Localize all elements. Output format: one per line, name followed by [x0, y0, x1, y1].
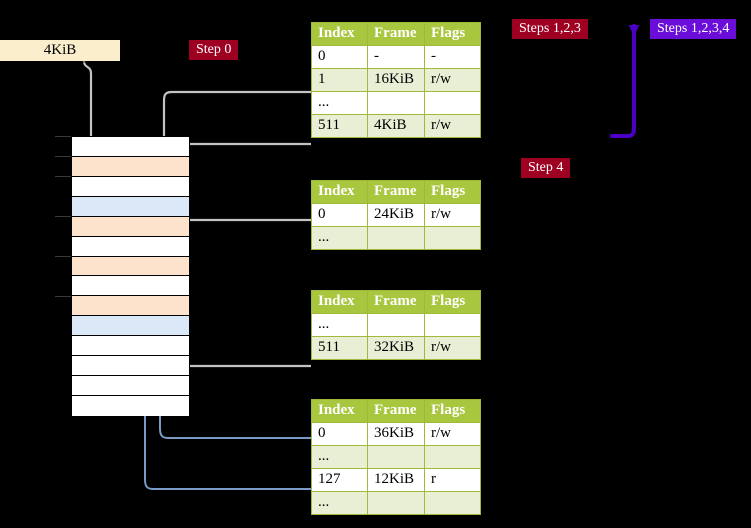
- cell-index: 511: [311, 336, 368, 360]
- page-table-pml4[interactable]: Index Frame Flags 0 - - 1 16KiB r/w ...: [311, 22, 481, 138]
- cell-flags: [424, 445, 481, 469]
- cell-flags: r/w: [424, 422, 481, 446]
- wire-table2-to-memory: [176, 218, 311, 256]
- memory-row[interactable]: [72, 276, 189, 297]
- cell-frame: 4KiB: [367, 114, 425, 138]
- cell-index: ...: [311, 445, 368, 469]
- column-header-index: Index: [311, 22, 368, 46]
- table-row[interactable]: ...: [311, 226, 481, 250]
- cell-index: ...: [311, 226, 368, 250]
- memory-tick: [55, 176, 71, 177]
- cell-flags: r/w: [424, 68, 481, 92]
- cell-index: 511: [311, 114, 368, 138]
- wire-table3-to-memory: [170, 310, 311, 368]
- cell-frame: 36KiB: [367, 422, 425, 446]
- cell-frame: 12KiB: [367, 468, 425, 492]
- table-row[interactable]: ...: [311, 91, 481, 115]
- cell-index: ...: [311, 313, 368, 337]
- cell-index: ...: [311, 91, 368, 115]
- memory-row[interactable]: [72, 296, 189, 317]
- memory-row[interactable]: [72, 216, 189, 237]
- physical-memory-column[interactable]: [71, 136, 190, 416]
- memory-row[interactable]: [72, 376, 189, 396]
- table-row[interactable]: 0 24KiB r/w: [311, 203, 481, 227]
- page-table-pt[interactable]: Index Frame Flags 0 36KiB r/w ... 127 12…: [311, 399, 481, 515]
- cell-frame: 24KiB: [367, 203, 425, 227]
- memory-tick: [55, 136, 71, 137]
- column-header-frame: Frame: [367, 399, 425, 423]
- column-header-flags: Flags: [424, 180, 481, 204]
- column-header-flags: Flags: [424, 290, 481, 314]
- memory-row[interactable]: [72, 395, 189, 416]
- cell-flags: r: [424, 468, 481, 492]
- table-row[interactable]: 511 32KiB r/w: [311, 336, 481, 360]
- cell-frame: [367, 445, 425, 469]
- cell-index: 0: [311, 422, 368, 446]
- cell-flags: [424, 491, 481, 515]
- badge-step-0: Step 0: [189, 40, 239, 61]
- memory-tick: [55, 256, 71, 257]
- cell-index: 127: [311, 468, 368, 492]
- badge-steps-1234: Steps 1,2,3,4: [650, 19, 737, 40]
- memory-tick: [55, 216, 71, 217]
- cell-flags: [424, 91, 481, 115]
- memory-row[interactable]: [72, 256, 189, 277]
- table-row[interactable]: ...: [311, 313, 481, 337]
- column-header-frame: Frame: [367, 22, 425, 46]
- cell-frame: 16KiB: [367, 68, 425, 92]
- memory-row[interactable]: [72, 356, 189, 377]
- memory-row[interactable]: [72, 236, 189, 257]
- cell-index: 0: [311, 203, 368, 227]
- page-table-pd[interactable]: Index Frame Flags ... 511 32KiB r/w: [311, 290, 481, 360]
- memory-row[interactable]: [72, 336, 189, 357]
- column-header-flags: Flags: [424, 399, 481, 423]
- table-row[interactable]: 127 12KiB r: [311, 468, 481, 492]
- cell-flags: [424, 226, 481, 250]
- cell-flags: r/w: [424, 336, 481, 360]
- table-row[interactable]: ...: [311, 491, 481, 515]
- table-row-highlighted[interactable]: 511 4KiB r/w: [311, 114, 481, 138]
- memory-row[interactable]: [72, 176, 189, 197]
- badge-steps-123: Steps 1,2,3: [512, 19, 588, 40]
- column-header-flags: Flags: [424, 22, 481, 46]
- column-header-frame: Frame: [367, 290, 425, 314]
- table-header-row: Index Frame Flags: [311, 180, 481, 204]
- cell-frame: [367, 226, 425, 250]
- table-row[interactable]: ...: [311, 445, 481, 469]
- table-row[interactable]: 0 36KiB r/w: [311, 422, 481, 446]
- cell-frame: [367, 313, 425, 337]
- column-header-index: Index: [311, 180, 368, 204]
- purple-bracket-arrow: [610, 24, 640, 138]
- cell-frame: -: [367, 45, 425, 69]
- column-header-frame: Frame: [367, 180, 425, 204]
- badge-step-4: Step 4: [521, 158, 571, 179]
- column-header-index: Index: [311, 290, 368, 314]
- cell-frame: [367, 91, 425, 115]
- page-size-label: 4KiB: [0, 40, 120, 61]
- table-header-row: Index Frame Flags: [311, 399, 481, 423]
- cell-index: 1: [311, 68, 368, 92]
- memory-row[interactable]: [72, 316, 189, 337]
- cell-index: ...: [311, 491, 368, 515]
- page-table-pdpt[interactable]: Index Frame Flags 0 24KiB r/w ...: [311, 180, 481, 250]
- table-row[interactable]: 0 - -: [311, 45, 481, 69]
- cell-flags: -: [424, 45, 481, 69]
- cell-flags: [424, 313, 481, 337]
- table-header-row: Index Frame Flags: [311, 290, 481, 314]
- cell-index: 0: [311, 45, 368, 69]
- memory-row[interactable]: [72, 137, 189, 157]
- table-row[interactable]: 1 16KiB r/w: [311, 68, 481, 92]
- memory-row[interactable]: [72, 196, 189, 217]
- cell-frame: [367, 491, 425, 515]
- column-header-index: Index: [311, 399, 368, 423]
- cell-flags: r/w: [424, 114, 481, 138]
- memory-tick: [55, 156, 71, 157]
- cell-frame: 32KiB: [367, 336, 425, 360]
- cell-flags: r/w: [424, 203, 481, 227]
- memory-row[interactable]: [72, 156, 189, 177]
- table-header-row: Index Frame Flags: [311, 22, 481, 46]
- memory-tick: [55, 296, 71, 297]
